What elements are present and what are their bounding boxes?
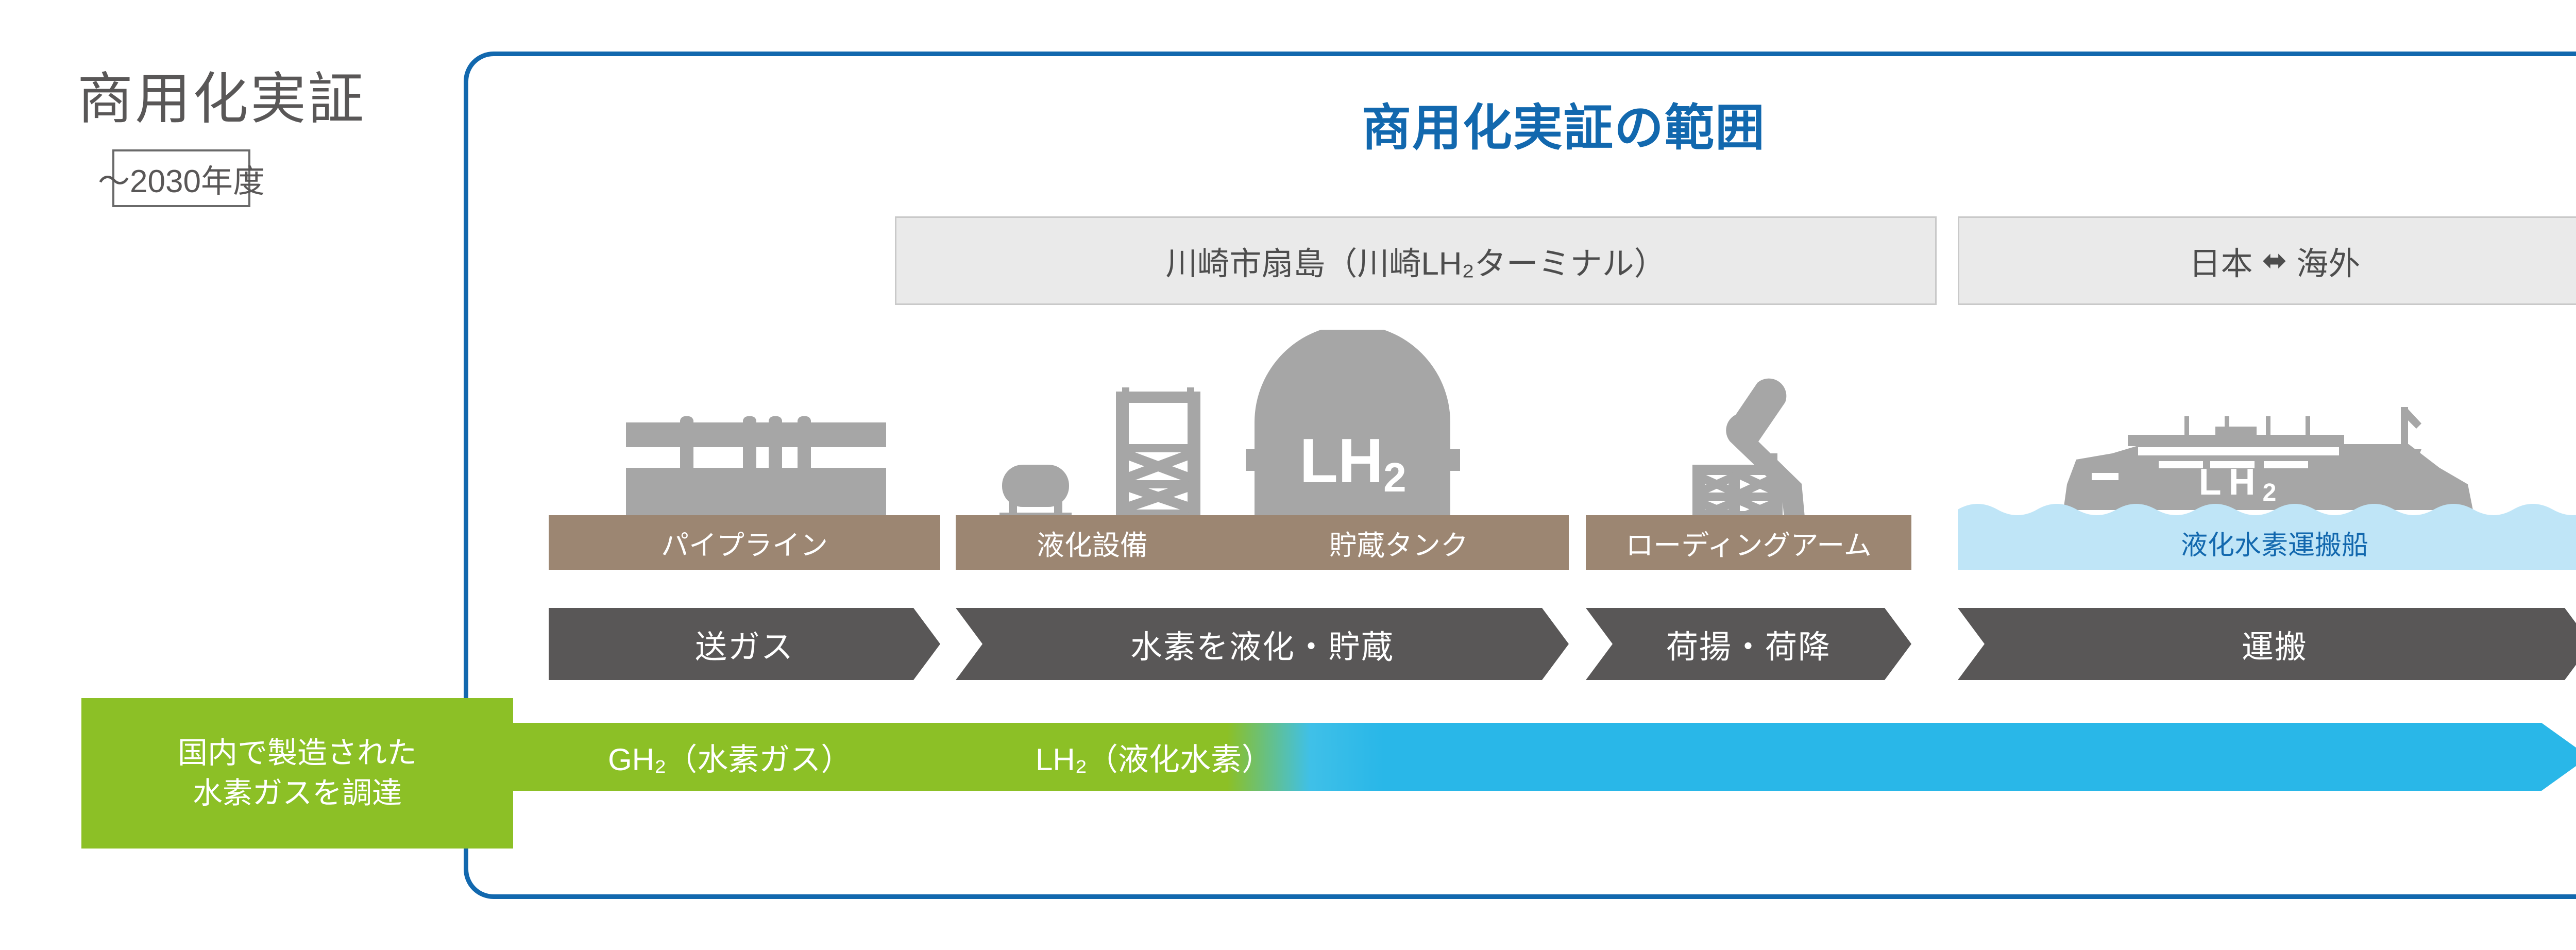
phase-title: 商用化実証 bbox=[77, 67, 366, 130]
procurement-line-1: 国内で製造された bbox=[177, 736, 417, 770]
process-step-load-unload: 荷揚・荷降 bbox=[1586, 608, 1911, 680]
lh2-carrier-ship-icon: LH2 bbox=[2063, 407, 2473, 510]
region-label-domestic: 川崎市扇島（川崎LH₂ターミナル） bbox=[1165, 246, 1666, 282]
region-header-international: 日本 ⬌ 海外 bbox=[1958, 216, 2576, 305]
process-label-gas-transmission: 送ガス bbox=[694, 630, 794, 665]
bidirectional-arrow-icon: ⬌ bbox=[2262, 244, 2287, 277]
region-label-japan: 日本 bbox=[2189, 246, 2253, 282]
facility-label-pipeline: パイプライン bbox=[661, 530, 828, 561]
process-label-transport: 運搬 bbox=[2241, 630, 2308, 665]
facility-band-loading-arm: ローディングアーム bbox=[1586, 515, 1911, 570]
liquefaction-plant-icon bbox=[999, 465, 1072, 518]
procurement-callout: 国内で製造された 水素ガスを調達 bbox=[81, 698, 513, 849]
facility-band-pipeline: パイプライン bbox=[549, 515, 940, 570]
process-label-liquefy-store: 水素を液化・貯蔵 bbox=[1130, 630, 1394, 665]
facility-band-liquefaction-storage: 液化設備 貯蔵タンク bbox=[956, 515, 1569, 570]
procurement-line-2: 水素ガスを調達 bbox=[192, 776, 402, 810]
water-surface-wave bbox=[1958, 504, 2576, 519]
flow-label-liquid: LH₂（液化水素） bbox=[1036, 742, 1273, 777]
process-step-gas-transmission: 送ガス bbox=[549, 608, 940, 680]
lh2-storage-tank-icon: LH2 bbox=[1246, 330, 1460, 518]
process-step-transport: 運搬 bbox=[1958, 608, 2576, 680]
facility-band-carrier-ship: 液化水素運搬船 bbox=[1958, 515, 2576, 570]
phase-period-badge: 〜2030年度 bbox=[98, 149, 265, 207]
process-step-liquefy-store: 水素を液化・貯蔵 bbox=[956, 608, 1569, 680]
svg-text:LH2: LH2 bbox=[1299, 426, 1406, 500]
loading-arm-icon bbox=[1692, 378, 1805, 518]
region-label-overseas: 海外 bbox=[2296, 246, 2361, 282]
region-header-domestic: 川崎市扇島（川崎LH₂ターミナル） bbox=[895, 216, 1937, 305]
flow-label-gas: GH₂（水素ガス） bbox=[608, 742, 852, 777]
process-label-load-unload: 荷揚・荷降 bbox=[1666, 630, 1831, 665]
facility-label-storage-tank: 貯蔵タンク bbox=[1329, 530, 1468, 561]
pipeline-icon bbox=[626, 416, 886, 518]
facility-artwork: LH2 bbox=[0, 330, 2576, 518]
scope-title: 商用化実証の範囲 bbox=[1362, 100, 1766, 156]
facility-label-liquefaction: 液化設備 bbox=[1037, 530, 1148, 561]
hydrogen-flow-arrow bbox=[510, 723, 2576, 791]
facility-label-loading-arm: ローディングアーム bbox=[1625, 530, 1872, 561]
facility-label-carrier-ship: 液化水素運搬船 bbox=[2180, 530, 2368, 561]
liquefaction-tower-icon bbox=[1116, 387, 1200, 518]
